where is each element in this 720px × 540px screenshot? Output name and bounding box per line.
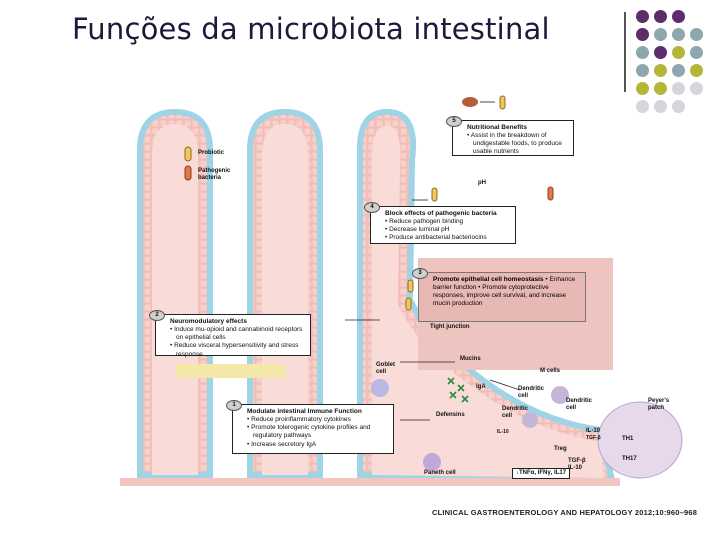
pathogenic-bacterium [547,186,554,201]
probiotic-bacterium [431,187,438,202]
box-number: 2 [149,310,165,321]
probiotic-bacterium [184,146,192,162]
decorative-dot [690,46,703,59]
box-item: • Reduce proinflammatory cytokines [247,416,351,424]
cytokine-reduction-label: ↓TNFα, IFNγ, IL17 [512,468,571,479]
decorative-dot [672,46,685,59]
ph-label: pH [478,180,486,186]
decorative-dot [636,82,649,95]
decorative-dot [672,10,685,23]
box-title: Neuromodulatory effects [170,318,247,325]
box-title: Promote epithelial cell homeostasis [433,276,544,283]
box-item: • Reduce visceral hypersensitivity and s… [170,342,299,358]
iga-label: IgA [476,384,486,390]
box-number: 1 [226,400,242,411]
probiotic-bacterium [407,279,414,293]
decorative-dot [654,100,667,113]
box-item: • Promote cytoprotective responses, impr… [433,284,566,308]
dendritic-cell-shape [522,412,538,428]
th1-label: TH1 [622,436,634,442]
box-number: 4 [364,202,380,213]
decorative-dot [636,100,649,113]
goblet-cell-shape [371,379,389,397]
tight-junction-label: Tight junction [430,324,470,330]
probiotic-bacterium [405,297,412,311]
box-title: Modulate intestinal Immune Function [247,408,362,415]
dendritic-cell-label: Dendritic cell [518,386,545,399]
probiotic-bacterium [499,95,506,110]
dendritic-cell-label: Dendritic cell [502,406,529,419]
tissue-base [120,478,620,486]
box-item: • Promote tolerogenic cytokine profiles … [247,424,371,440]
dendritic-cell-shape [551,386,569,404]
box-title: Nutritional Benefits [467,124,527,131]
pathogenic-bacterium [184,165,192,181]
box-item: • Enhance barrier function [433,276,576,292]
box-number: 5 [446,116,462,127]
th17-label: TH17 [622,456,637,462]
dendritic-cell-label: Dendritic cell [566,398,593,411]
mucins-label: Mucins [460,356,481,362]
tgfb-il10-label: TGF-β IL-10 [568,458,586,471]
box-item: • Decrease luminal pH [385,226,450,234]
decorative-dot [636,46,649,59]
tgfb-label: TGF-β [586,435,601,441]
goblet-cell-label: Goblet cell [376,362,395,375]
villus-left-core [152,124,198,475]
paneth-cell-label: Paneth cell [424,470,456,476]
box-item: • Induce mu-opioid and cannabinoid recep… [170,326,303,342]
decorative-dot [654,10,667,23]
membrane-band [176,364,286,378]
box-number: 3 [412,268,428,279]
decorative-dot [690,64,703,77]
box-block-pathogens: 4 Block effects of pathogenic bacteria •… [364,202,516,244]
decorative-dot [690,82,703,95]
box-immune-function: 1 Modulate intestinal Immune Function • … [226,400,394,454]
box-item: • Increase secretory IgA [247,440,317,448]
decorative-dot [636,10,649,23]
food-particle [462,97,478,107]
box-item: • Assist in the breakdown of undigestabl… [467,132,562,156]
box-title: Block effects of pathogenic bacteria [385,210,497,217]
box-epithelial-homeostasis: 3 Promote epithelial cell homeostasis • … [412,268,586,322]
legend-pathogenic-label: Pathogenic bacteria [198,168,231,181]
defensins-label: Defensins [436,412,465,418]
villus-middle-core [262,124,308,475]
il10-small-label: IL-10 [497,429,509,435]
arrows [345,101,521,421]
decorative-dot [654,64,667,77]
treg-label: Treg [554,446,567,452]
decorative-dot [672,100,685,113]
title-divider-line [624,12,626,92]
decorative-dot [672,82,685,95]
paneth-cell-shape [423,453,441,471]
lamina-propria [372,125,604,478]
box-nutritional-benefits: 5 Nutritional Benefits • Assist in the b… [446,116,574,156]
il10-label: IL-10 [586,428,601,434]
decorative-dot [636,64,649,77]
box-item: • Reduce pathogen binding [385,218,464,226]
decorative-dot [654,82,667,95]
decorative-dot [654,46,667,59]
decorative-dot [690,28,703,41]
peyers-patch-label: Peyer's patch [648,398,670,411]
decorative-dot [672,64,685,77]
decorative-dot [654,28,667,41]
box-neuromodulatory: 2 Neuromodulatory effects • Induce mu-op… [149,310,311,358]
peyers-patch [597,401,683,479]
legend-probiotic-label: Probiotic [198,150,225,156]
box-item: • Produce antibacterial bacteriocins [385,234,487,242]
m-cells-label: M cells [540,368,561,374]
source-citation: CLINICAL GASTROENTEROLOGY AND HEPATOLOGY… [432,508,698,517]
iga-molecules [447,377,469,403]
decorative-dot [636,28,649,41]
decorative-dot [672,28,685,41]
slide-title: Funções da microbiota intestinal [72,12,550,46]
